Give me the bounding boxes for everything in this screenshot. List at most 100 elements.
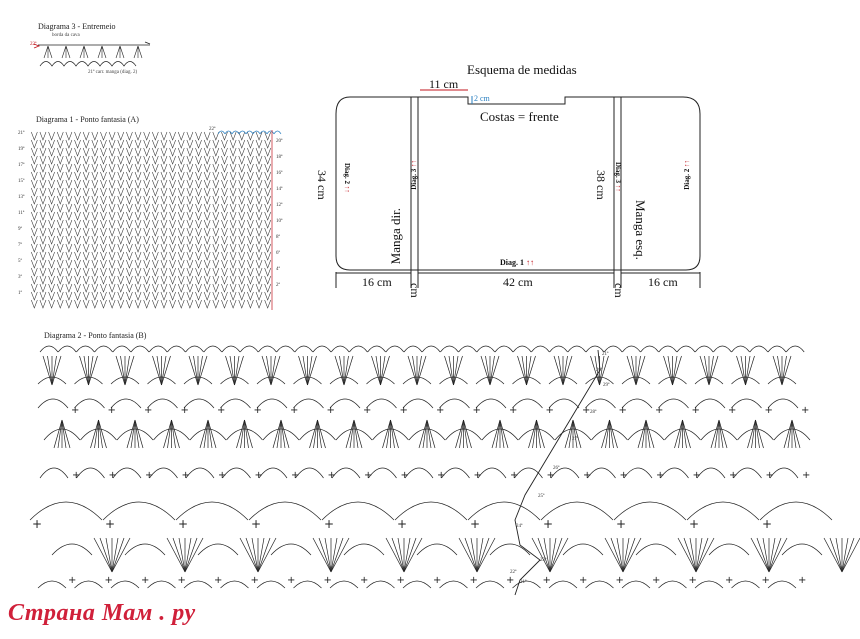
shell-fan	[183, 355, 213, 386]
v-stitch	[186, 299, 194, 309]
v-stitch	[74, 147, 81, 157]
v-stitch	[203, 139, 211, 149]
v-stitch	[48, 291, 55, 301]
v-stitch	[255, 139, 263, 149]
picot-arc	[676, 345, 696, 353]
v-stitch	[31, 267, 38, 277]
v-stitch	[108, 147, 116, 157]
v-stitch	[255, 227, 263, 237]
row-number: 12ª	[276, 203, 283, 208]
v-stitch	[229, 187, 237, 197]
v-stitch	[238, 187, 246, 197]
chain-loop	[76, 467, 105, 479]
chain-loop	[74, 580, 103, 589]
v-stitch	[65, 203, 73, 213]
chain-loop	[475, 580, 505, 589]
v-stitch	[221, 147, 228, 157]
shell-fan	[402, 355, 432, 386]
bottom-right-label: 16 cm	[648, 275, 678, 289]
sc-plus: +	[470, 575, 478, 586]
v-stitch	[177, 219, 185, 229]
v-stitch	[203, 211, 211, 221]
picot-arc	[94, 345, 113, 353]
sc-plus: +	[433, 575, 441, 586]
picot-arc	[603, 345, 623, 353]
sc-plus: +	[728, 405, 736, 416]
shell-fan-large	[51, 537, 131, 573]
v-stitch	[186, 147, 194, 157]
v-stitch	[221, 155, 228, 165]
v-stitch	[247, 155, 254, 165]
v-stitch	[152, 235, 159, 245]
shell-fan	[43, 419, 81, 449]
v-stitch	[160, 219, 168, 229]
v-stitch	[126, 211, 133, 221]
v-stitch	[82, 147, 90, 157]
v-stitch	[126, 171, 133, 181]
v-stitch	[74, 171, 81, 181]
v-stitch	[255, 267, 263, 277]
shell-fan	[335, 419, 373, 449]
v-stitch	[126, 259, 133, 269]
v-stitch	[74, 219, 81, 229]
v-stitch	[247, 163, 254, 173]
v-stitch	[160, 179, 168, 189]
v-stitch	[177, 259, 185, 269]
v-stitch	[238, 219, 246, 229]
v-stitch	[169, 195, 176, 205]
v-stitch	[186, 195, 194, 205]
long-chain-arc	[759, 501, 833, 521]
v-stitch	[177, 147, 185, 157]
row-number: 7ª	[18, 243, 22, 248]
v-stitch	[169, 235, 176, 245]
row-number: 3ª	[18, 275, 22, 280]
v-stitch	[31, 299, 38, 309]
v-stitch	[186, 235, 194, 245]
v-stitch	[203, 155, 211, 165]
v-stitch	[65, 283, 73, 293]
chain-loop	[767, 398, 799, 409]
v-stitch	[100, 171, 107, 181]
v-stitch	[177, 195, 185, 205]
blue-arc-stitch	[266, 130, 275, 135]
picot-arc	[694, 345, 714, 353]
v-stitch	[221, 139, 228, 149]
v-stitch	[143, 259, 150, 269]
v-stitch	[143, 155, 150, 165]
v-stitch	[152, 131, 159, 141]
v-stitch	[229, 299, 237, 309]
v-stitch	[238, 195, 246, 205]
v-stitch	[74, 195, 81, 205]
v-stitch	[48, 243, 55, 253]
v-stitch	[212, 235, 220, 245]
v-stitch	[221, 179, 228, 189]
sc-plus: +	[328, 470, 336, 481]
v-stitch	[152, 283, 159, 293]
v-stitch	[100, 163, 107, 173]
v-stitch	[195, 299, 202, 309]
v-stitch	[203, 227, 211, 237]
v-stitch	[48, 155, 55, 165]
sc-plus: +	[616, 575, 624, 586]
picot-arc	[130, 345, 150, 353]
v-stitch	[203, 131, 211, 141]
v-stitch	[65, 139, 73, 149]
v-stitch	[65, 171, 73, 181]
shell-fan	[554, 419, 592, 449]
v-stitch	[169, 275, 176, 285]
v-stitch	[212, 219, 220, 229]
height-left-label: 34 cm	[315, 170, 329, 200]
v-stitch	[177, 139, 185, 149]
v-stitch	[177, 291, 185, 301]
v-stitch	[31, 195, 38, 205]
v-stitch	[195, 243, 202, 253]
sc-plus: +	[109, 470, 117, 481]
v-stitch	[177, 171, 185, 181]
shell-fan	[329, 355, 359, 386]
v-stitch	[255, 275, 263, 285]
v-stitch	[177, 299, 185, 309]
v-stitch	[126, 139, 133, 149]
picot-arc	[622, 345, 641, 353]
v-stitch	[31, 283, 38, 293]
shell-fan-large	[270, 537, 350, 573]
